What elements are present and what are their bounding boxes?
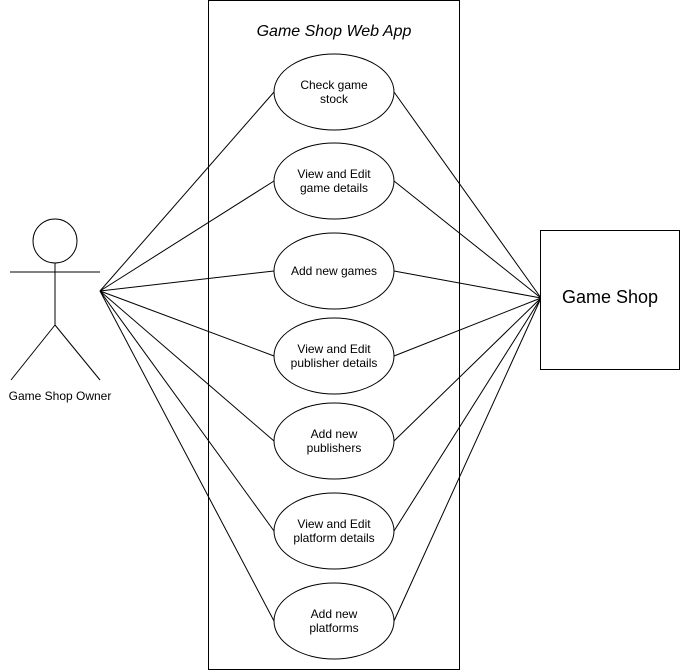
association-actor-add-new-games — [99, 270, 275, 292]
use-case-label: Add new — [311, 427, 358, 441]
use-case-label: View and Edit — [297, 342, 371, 356]
use-case-ellipse — [273, 492, 395, 570]
use-case-label: Check game — [300, 78, 368, 92]
use-case-ellipse — [273, 402, 395, 480]
system-title: Game Shop Web App — [257, 23, 412, 40]
association-view-edit-platform-details-external — [393, 297, 542, 532]
use-case-label: Add new games — [291, 264, 377, 278]
use-case-label: publishers — [307, 441, 362, 455]
association-actor-view-edit-game-details — [99, 180, 275, 292]
association-actor-add-new-platforms — [99, 290, 275, 622]
use-case-ellipse — [273, 317, 395, 395]
use-case-ellipse — [273, 53, 395, 131]
association-view-edit-publisher-details-external — [393, 297, 542, 357]
actor-label: Game Shop Owner — [9, 389, 112, 403]
use-case-label: platforms — [309, 621, 358, 635]
use-case-label: View and Edit — [297, 517, 371, 531]
use-case-label: Add new — [311, 607, 358, 621]
association-actor-check-game-stock — [99, 91, 275, 292]
association-add-new-publishers-external — [393, 297, 542, 442]
association-add-new-platforms-external — [393, 297, 542, 622]
association-actor-add-new-publishers — [99, 290, 275, 442]
actor-right-leg — [54, 324, 101, 381]
association-view-edit-game-details-external — [393, 180, 542, 299]
association-check-game-stock-external — [393, 91, 542, 299]
use-case-ellipse — [273, 142, 395, 220]
use-case-label: platform details — [293, 531, 374, 545]
external-system-game-shop: Game Shop — [540, 230, 680, 370]
use-case-label: publisher details — [291, 356, 378, 370]
use-case-label: game details — [300, 181, 368, 195]
use-case-add-new-games: Add new games — [273, 232, 395, 310]
actor-game-shop-owner: Game Shop Owner — [9, 218, 112, 403]
external-system-box — [540, 230, 680, 370]
use-case-label: View and Edit — [297, 167, 371, 181]
actor-head — [32, 218, 78, 264]
use-case-ellipse — [273, 232, 395, 310]
association-actor-view-edit-publisher-details — [99, 290, 275, 357]
association-lines — [99, 91, 542, 622]
actor-left-leg — [10, 324, 56, 381]
system-boundary: Game Shop Web App — [208, 0, 460, 670]
association-add-new-games-external — [393, 270, 542, 299]
association-actor-view-edit-platform-details — [99, 290, 275, 532]
system-boundary-box — [208, 0, 460, 670]
use-case-ellipse — [273, 582, 395, 660]
use-case-label: stock — [320, 92, 349, 106]
external-system-label: Game Shop — [562, 287, 658, 307]
